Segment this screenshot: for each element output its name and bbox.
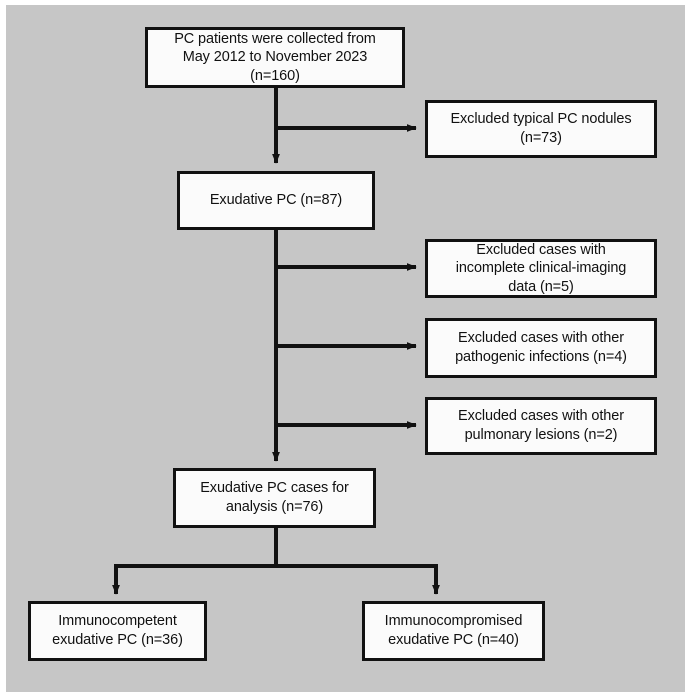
exudative-cases-for-analysis-label: Exudative PC cases for analysis (n=76) (200, 480, 349, 515)
connector-analysis-split (114, 528, 438, 568)
exudative-pc-label: Exudative PC (n=87) (209, 192, 343, 209)
enrolled-patients-label: PC patients were collected from May 2012… (174, 30, 376, 84)
excluded-other-lesions-box: Excluded cases with other pulmonary lesi… (425, 397, 657, 455)
immunocompromised-group-label: Immunocompromised exudative PC (n=40) (384, 613, 523, 648)
excluded-other-lesions-label: Excluded cases with other pulmonary lesi… (458, 408, 624, 443)
immunocompromised-group-box: Immunocompromised exudative PC (n=40) (362, 601, 545, 661)
excluded-incomplete-data-label: Excluded cases with incomplete clinical-… (455, 241, 627, 295)
excluded-other-pathogens-box: Excluded cases with other pathogenic inf… (425, 318, 657, 378)
enrolled-patients-box: PC patients were collected from May 2012… (145, 27, 405, 88)
excluded-other-pathogens-label: Excluded cases with other pathogenic inf… (455, 330, 627, 365)
exudative-pc-box: Exudative PC (n=87) (177, 171, 375, 230)
excluded-typical-nodules-box: Excluded typical PC nodules (n=73) (425, 100, 657, 158)
immunocompetent-group-label: Immunocompetent exudative PC (n=36) (52, 613, 183, 648)
excluded-typical-nodules-label: Excluded typical PC nodules (n=73) (450, 111, 632, 146)
exudative-cases-for-analysis-box: Exudative PC cases for analysis (n=76) (173, 468, 376, 528)
immunocompetent-group-box: Immunocompetent exudative PC (n=36) (28, 601, 207, 661)
excluded-incomplete-data-box: Excluded cases with incomplete clinical-… (425, 239, 657, 298)
